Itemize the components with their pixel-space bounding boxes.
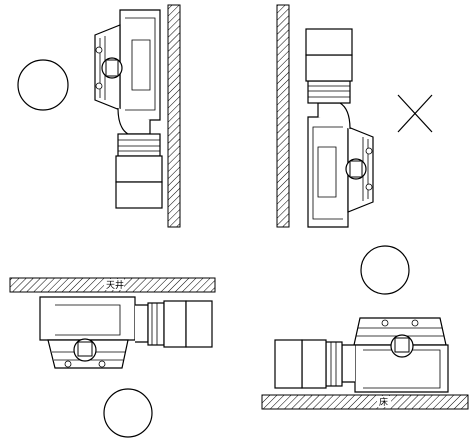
ok-circle-mark (17, 59, 69, 111)
wall-hatch (276, 4, 290, 228)
ceiling-label-bg (104, 279, 124, 290)
ceiling-label: 天井 (106, 279, 124, 291)
panel-wall-left-upside-down (276, 4, 433, 228)
ok-circle-mark (103, 388, 153, 438)
floor-label: 床 (379, 396, 388, 408)
floor-hatch (261, 394, 469, 410)
wall-hatch (167, 4, 181, 228)
panel-ceiling: 天井 (9, 277, 216, 438)
panel-wall-right (17, 4, 181, 228)
panel-floor: 床 (261, 245, 469, 410)
ng-cross-mark (397, 94, 433, 133)
ok-circle-mark (360, 245, 410, 295)
floor-label-bg (377, 396, 391, 407)
device-drawing (94, 9, 163, 209)
